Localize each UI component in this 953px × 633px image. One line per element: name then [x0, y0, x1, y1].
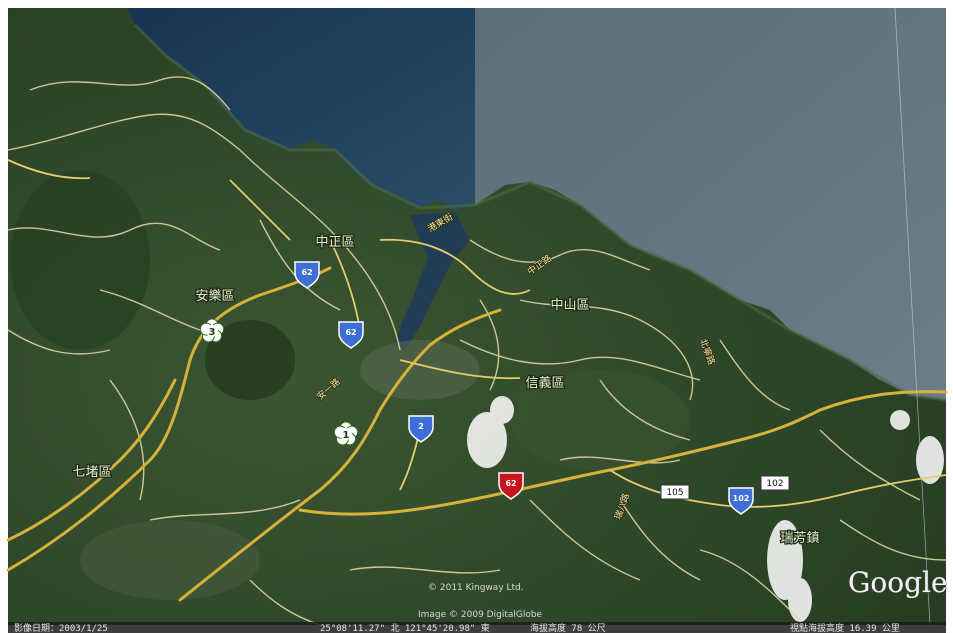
shield-number: 62: [505, 479, 516, 488]
highway-shield-icon[interactable]: 102: [728, 487, 754, 515]
freeway-number: 1: [343, 430, 350, 441]
district-label: 中山區: [550, 298, 589, 313]
copyright-kingway: © 2011 Kingway Ltd.: [428, 583, 524, 593]
shield-shape: [294, 261, 320, 289]
harbor: [395, 212, 470, 350]
district-label: 瑞芳鎮: [780, 530, 819, 546]
status-elevation: 海拔高度 78 公尺: [530, 622, 606, 633]
copyright-digitalglobe: Image © 2009 DigitalGlobe: [418, 610, 543, 620]
status-bar: [8, 622, 946, 633]
district-label: 中正區: [315, 235, 354, 250]
shield-shape: [408, 415, 434, 443]
status-image-date: 影像日期：2003/1/25: [14, 622, 108, 633]
clouds: [467, 396, 944, 622]
petal-center: [206, 325, 218, 337]
route-box-bg: [760, 475, 790, 491]
shield-number: 62: [301, 268, 312, 277]
plum-blossom-icon[interactable]: 3: [199, 318, 225, 343]
major-roads: [6, 266, 948, 602]
route-box-bg: [660, 484, 690, 500]
district-label: 七堵區: [72, 465, 111, 480]
route-box[interactable]: 102: [760, 475, 790, 491]
imagery-seam: [894, 7, 931, 626]
petal-center: [340, 428, 352, 440]
terrain-patches: [10, 170, 690, 600]
route-box[interactable]: 105: [660, 484, 690, 500]
district-label: 信義區: [525, 375, 564, 391]
shield-shape: [498, 472, 524, 500]
district-label: 安樂區: [195, 288, 234, 304]
minor-roads: [7, 76, 947, 626]
highway-shield-icon[interactable]: 2: [408, 415, 434, 443]
highway-shield-icon[interactable]: 62: [294, 261, 320, 289]
plum-blossom-icon[interactable]: 1: [333, 421, 359, 446]
google-logo: Google: [848, 566, 948, 599]
shield-number: 62: [345, 328, 356, 337]
route-boxes: 105 102: [660, 475, 790, 500]
coast-texture: [133, 23, 947, 402]
highway-shield-icon[interactable]: 62: [338, 321, 364, 349]
freeway-markers: 31: [199, 318, 359, 446]
sea-light: [475, 8, 946, 400]
route-box-number: 105: [666, 488, 683, 498]
shield-number: 2: [418, 422, 424, 431]
status-coordinates: 25°08'11.27" 北 121°45'20.98" 東: [320, 622, 490, 633]
shield-shape: [338, 321, 364, 349]
freeway-number: 3: [209, 327, 216, 338]
highway-shield-icon[interactable]: 62: [498, 472, 524, 500]
status-eye-altitude: 視點海拔高度 16.39 公里: [790, 622, 900, 633]
highway-shields: 62 62 2 62 102: [294, 261, 754, 515]
route-box-number: 102: [766, 479, 783, 489]
shield-shape: [728, 487, 754, 515]
sea-dark: [128, 8, 475, 210]
shield-number: 102: [733, 494, 750, 503]
